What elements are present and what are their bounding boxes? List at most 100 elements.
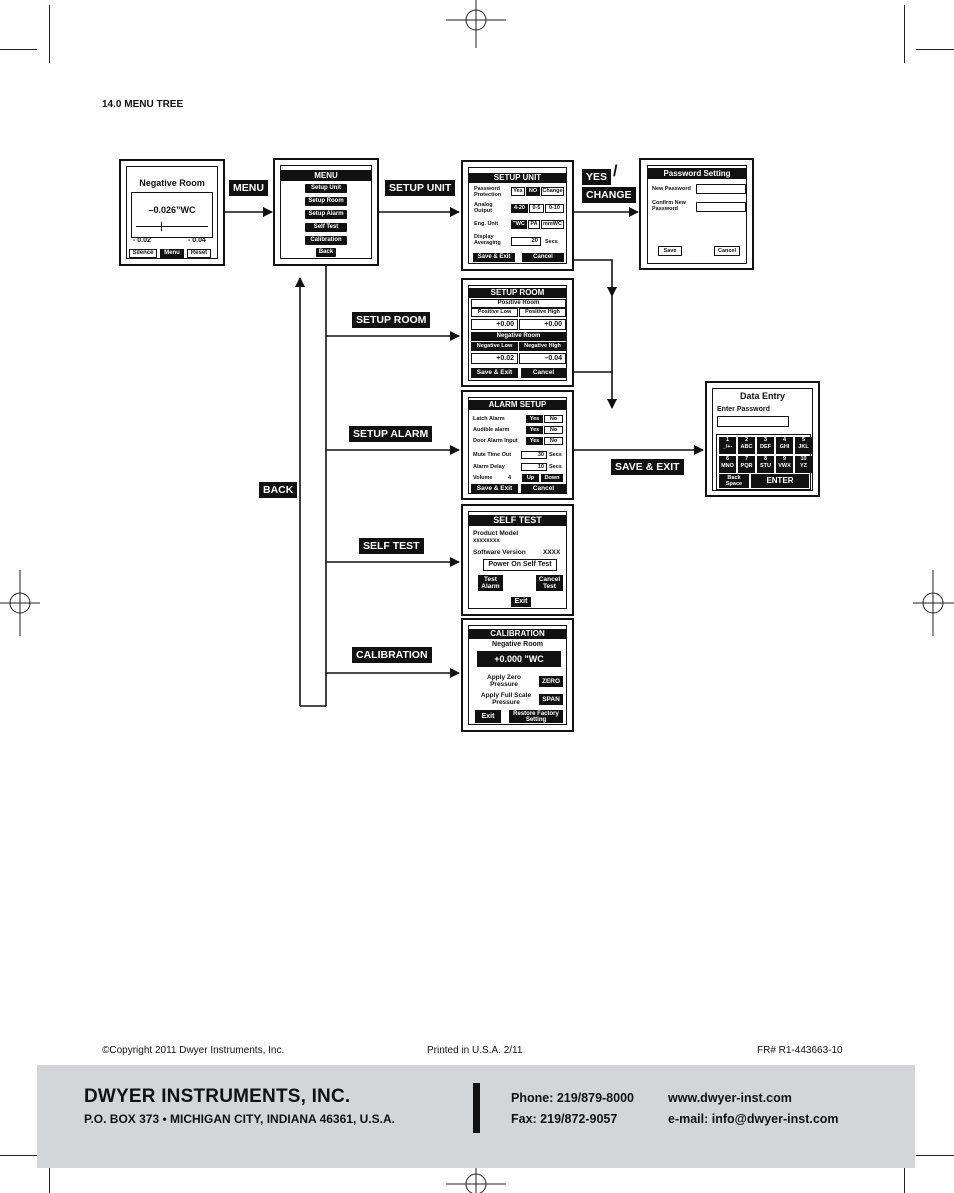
key-6-letters: MNO [721, 463, 734, 469]
zero-button[interactable]: ZERO [539, 676, 563, 687]
setup-unit-screen: SETUP UNIT Password Protection Yes NO Ch… [461, 160, 574, 271]
menu-item-back[interactable]: Back [316, 248, 336, 257]
section-title: 14.0 MENU TREE [102, 99, 184, 110]
calibration-subtitle: Negative Room [492, 641, 543, 648]
alarm-delay-label: Alarm Delay [473, 464, 505, 470]
key-9-number[interactable]: 9 [782, 456, 787, 462]
password-save-button[interactable]: Save [658, 246, 682, 256]
calibration-screen: CALIBRATION Negative Room +0.000 "WC App… [461, 618, 574, 732]
apply-span-label: Apply Full Scale Pressure [480, 692, 532, 706]
key-8-letters: STU [760, 463, 771, 469]
password-cancel-button[interactable]: Cancel [714, 246, 740, 256]
label-back: BACK [259, 482, 298, 498]
label-setup-room: SETUP ROOM [352, 312, 431, 328]
setup-room-save-button[interactable]: Save & Exit [471, 368, 518, 378]
setup-unit-cancel-button[interactable]: Cancel [522, 253, 564, 262]
key-5-number[interactable]: 5 [801, 437, 806, 443]
key-10-letters: YZ [799, 463, 808, 469]
confirm-password-input[interactable] [696, 202, 746, 212]
setup-room-screen: SETUP ROOM Positive Room Positive Low Po… [461, 278, 574, 387]
span-button[interactable]: SPAN [539, 694, 563, 705]
label-menu: MENU [229, 180, 268, 196]
eng-pa-option[interactable]: PA [528, 220, 540, 229]
key-8-number[interactable]: 8 [763, 456, 768, 462]
menu-item-setup-alarm[interactable]: Setup Alarm [305, 210, 347, 219]
menu-item-setup-room[interactable]: Setup Room [305, 197, 347, 206]
menu-screen: MENU Setup Unit Setup Room Setup Alarm S… [273, 158, 379, 266]
menu-button[interactable]: Menu [160, 249, 184, 258]
enter-key[interactable]: ENTER [751, 474, 809, 488]
negative-low-input[interactable]: +0.02 [471, 353, 518, 364]
power-on-self-test-button[interactable]: Power On Self Test [483, 559, 557, 571]
alarm-setup-save-button[interactable]: Save & Exit [471, 484, 518, 493]
alarm-setup-cancel-button[interactable]: Cancel [521, 484, 566, 493]
negative-room-value: –0.026”WC [148, 205, 196, 215]
software-version-label: Software Version [473, 549, 526, 556]
test-alarm-button[interactable]: Test Alarm [478, 575, 503, 591]
cancel-test-button[interactable]: Cancel Test [536, 575, 563, 591]
menu-item-calibration[interactable]: Calibration [305, 236, 347, 245]
key-6-number[interactable]: 6 [725, 456, 730, 462]
alarm-delay-input[interactable]: 10 [521, 463, 547, 471]
volume-up-button[interactable]: Up [522, 474, 539, 482]
key-1-number[interactable]: 1 [725, 437, 730, 443]
menu-item-self-test[interactable]: Self Test [305, 223, 347, 232]
enter-password-label: Enter Password [717, 406, 770, 413]
setup-unit-save-button[interactable]: Save & Exit [473, 253, 515, 262]
latch-no-option[interactable]: No [544, 415, 563, 423]
password-setting-title: Password Setting [648, 168, 746, 179]
latch-yes-option[interactable]: Yes [526, 415, 543, 423]
company-address: P.O. BOX 373 • MICHIGAN CITY, INDIANA 46… [84, 1112, 395, 1126]
alarm-setup-screen: ALARM SETUP Latch Alarm Yes No Audible a… [461, 390, 574, 500]
menu-item-setup-unit[interactable]: Setup Unit [305, 184, 347, 193]
calibration-value-display: +0.000 "WC [477, 651, 561, 667]
label-calibration: CALIBRATION [352, 647, 432, 663]
audible-yes-option[interactable]: Yes [526, 426, 543, 434]
key-1-letters: _/+- [722, 444, 733, 450]
audible-no-option[interactable]: No [544, 426, 563, 434]
password-no-option[interactable]: NO [526, 187, 540, 196]
fr-number: FR# R1-443663-10 [757, 1045, 843, 1056]
password-change-option[interactable]: Change [541, 187, 564, 196]
analog-4-20-option[interactable]: 4-20 [511, 204, 528, 213]
silence-button[interactable]: Silence [129, 249, 157, 258]
label-yes: YES [582, 169, 612, 185]
key-2-letters: ABC [740, 444, 753, 450]
software-version-value: XXXX [543, 549, 561, 556]
email-link[interactable]: e-mail: info@dwyer-inst.com [668, 1112, 839, 1126]
back-space-key[interactable]: Back Space [719, 474, 749, 488]
eng-mmwc-option[interactable]: mmWC [541, 220, 564, 229]
label-setup-unit: SETUP UNIT [385, 180, 456, 196]
setup-room-cancel-button[interactable]: Cancel [521, 368, 566, 378]
door-yes-option[interactable]: Yes [526, 437, 543, 445]
analog-0-10-option[interactable]: 0-10 [545, 204, 564, 213]
volume-value: 4 [508, 475, 512, 481]
calibration-exit-button[interactable]: Exit [475, 710, 501, 723]
door-no-option[interactable]: No [544, 437, 563, 445]
restore-factory-button[interactable]: Restore Factory Setting [509, 710, 563, 723]
reset-button[interactable]: Reset [187, 249, 211, 258]
calibration-title: CALIBRATION [469, 629, 566, 639]
eng-wc-option[interactable]: "WC [511, 220, 527, 229]
key-4-number[interactable]: 4 [782, 437, 787, 443]
self-test-exit-button[interactable]: Exit [511, 597, 531, 607]
positive-high-input[interactable]: +0.00 [519, 319, 566, 330]
enter-password-input[interactable] [717, 416, 789, 427]
negative-high-input[interactable]: –0.04 [519, 353, 566, 364]
key-3-number[interactable]: 3 [763, 437, 768, 443]
key-7-letters: PQR [740, 463, 753, 469]
website-link[interactable]: www.dwyer-inst.com [668, 1091, 792, 1105]
key-10-number[interactable]: 10 [800, 456, 807, 462]
display-averaging-input[interactable]: 20 [511, 237, 541, 246]
key-7-number[interactable]: 7 [744, 456, 749, 462]
mute-time-label: Mute Time Out [473, 452, 512, 458]
new-password-input[interactable] [696, 184, 746, 194]
key-2-number[interactable]: 2 [744, 437, 749, 443]
password-yes-option[interactable]: Yes [511, 187, 525, 196]
mute-time-input[interactable]: 30 [521, 451, 547, 459]
copyright-text: ©Copyright 2011 Dwyer Instruments, Inc. [102, 1045, 285, 1056]
analog-0-5-option[interactable]: 0-5 [529, 204, 544, 213]
volume-down-button[interactable]: Down [541, 474, 563, 482]
positive-low-input[interactable]: +0.00 [471, 319, 518, 330]
